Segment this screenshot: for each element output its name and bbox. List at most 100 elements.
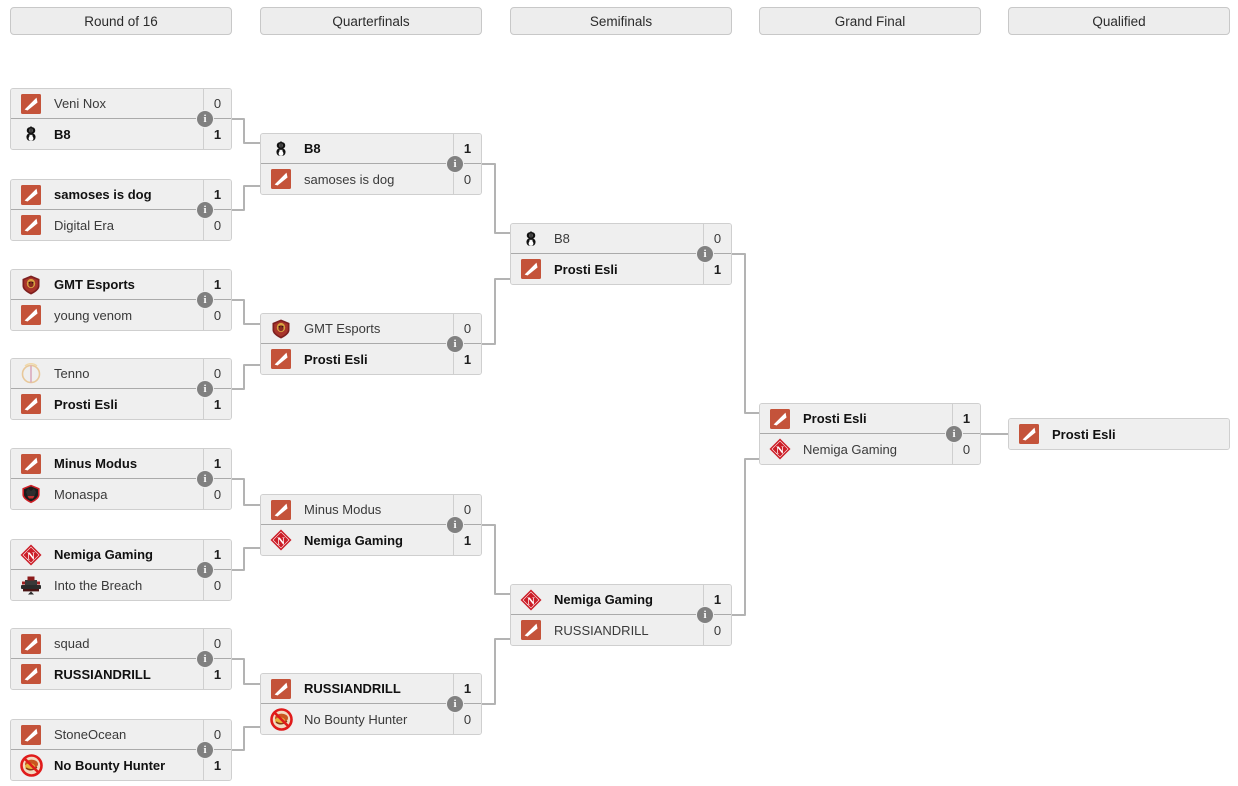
- team-score: 0: [203, 210, 231, 240]
- match-info-icon[interactable]: i: [447, 336, 463, 352]
- round-header-qualified[interactable]: Qualified: [1008, 7, 1230, 35]
- svg-text:N: N: [27, 550, 35, 562]
- connector-path-13: [732, 458, 759, 616]
- match-info-icon[interactable]: i: [946, 426, 962, 442]
- team-name: RUSSIANDRILL: [554, 622, 649, 638]
- svg-text:N: N: [776, 444, 784, 456]
- dota-logo-icon: [16, 720, 46, 750]
- team-score: 1: [203, 540, 231, 569]
- match-row-team[interactable]: Prosti Esli: [1009, 419, 1229, 449]
- round-header-quarterfinals[interactable]: Quarterfinals: [260, 7, 482, 35]
- match-info-icon[interactable]: i: [447, 156, 463, 172]
- team-score: 1: [203, 180, 231, 209]
- team-score: 0: [453, 164, 481, 194]
- team-name: Nemiga Gaming: [554, 592, 653, 607]
- round-header-round-of-16[interactable]: Round of 16: [10, 7, 232, 35]
- dota-logo-icon: [16, 389, 46, 419]
- team-score: 0: [203, 89, 231, 118]
- match-info-icon[interactable]: i: [197, 471, 213, 487]
- team-name: young venom: [54, 307, 133, 323]
- round-header-semifinals[interactable]: Semifinals: [510, 7, 732, 35]
- gmt-esports-logo-icon: [16, 270, 46, 300]
- team-score: 0: [453, 314, 481, 343]
- match-info-icon[interactable]: i: [197, 742, 213, 758]
- match-info-icon[interactable]: i: [447, 696, 463, 712]
- match-info-icon[interactable]: i: [197, 381, 213, 397]
- team-score: 0: [203, 629, 231, 658]
- team-score: 1: [203, 119, 231, 149]
- team-name: Prosti Esli: [54, 396, 118, 412]
- dota-logo-icon: [16, 180, 46, 210]
- connector-path-5: [232, 547, 260, 571]
- team-name: Minus Modus: [304, 502, 382, 517]
- team-score: 1: [453, 134, 481, 163]
- team-name: No Bounty Hunter: [304, 711, 408, 727]
- match-row-bottom[interactable]: Digital Era 0: [11, 210, 231, 240]
- team-score: 0: [703, 224, 731, 253]
- match-info-icon[interactable]: i: [197, 292, 213, 308]
- qualified-team-box[interactable]: Prosti Esli: [1008, 418, 1230, 450]
- round-header-grand-final[interactable]: Grand Final: [759, 7, 981, 35]
- match-info-icon[interactable]: i: [197, 651, 213, 667]
- match-info-icon[interactable]: i: [197, 111, 213, 127]
- connector-path-0: [232, 118, 260, 144]
- svg-text:N: N: [277, 535, 285, 547]
- team-name: Monaspa: [54, 486, 108, 502]
- team-name: StoneOcean: [54, 727, 127, 742]
- match-info-icon[interactable]: i: [697, 607, 713, 623]
- match-info-icon[interactable]: i: [197, 562, 213, 578]
- team-name: Digital Era: [54, 217, 114, 233]
- team-score: 0: [203, 570, 231, 600]
- team-name: RUSSIANDRILL: [54, 666, 151, 682]
- monaspa-logo-icon: [16, 479, 46, 509]
- match-info-icon[interactable]: i: [697, 246, 713, 262]
- dota-logo-icon: [765, 404, 795, 434]
- match-info-icon[interactable]: i: [197, 202, 213, 218]
- match-info-icon[interactable]: i: [447, 517, 463, 533]
